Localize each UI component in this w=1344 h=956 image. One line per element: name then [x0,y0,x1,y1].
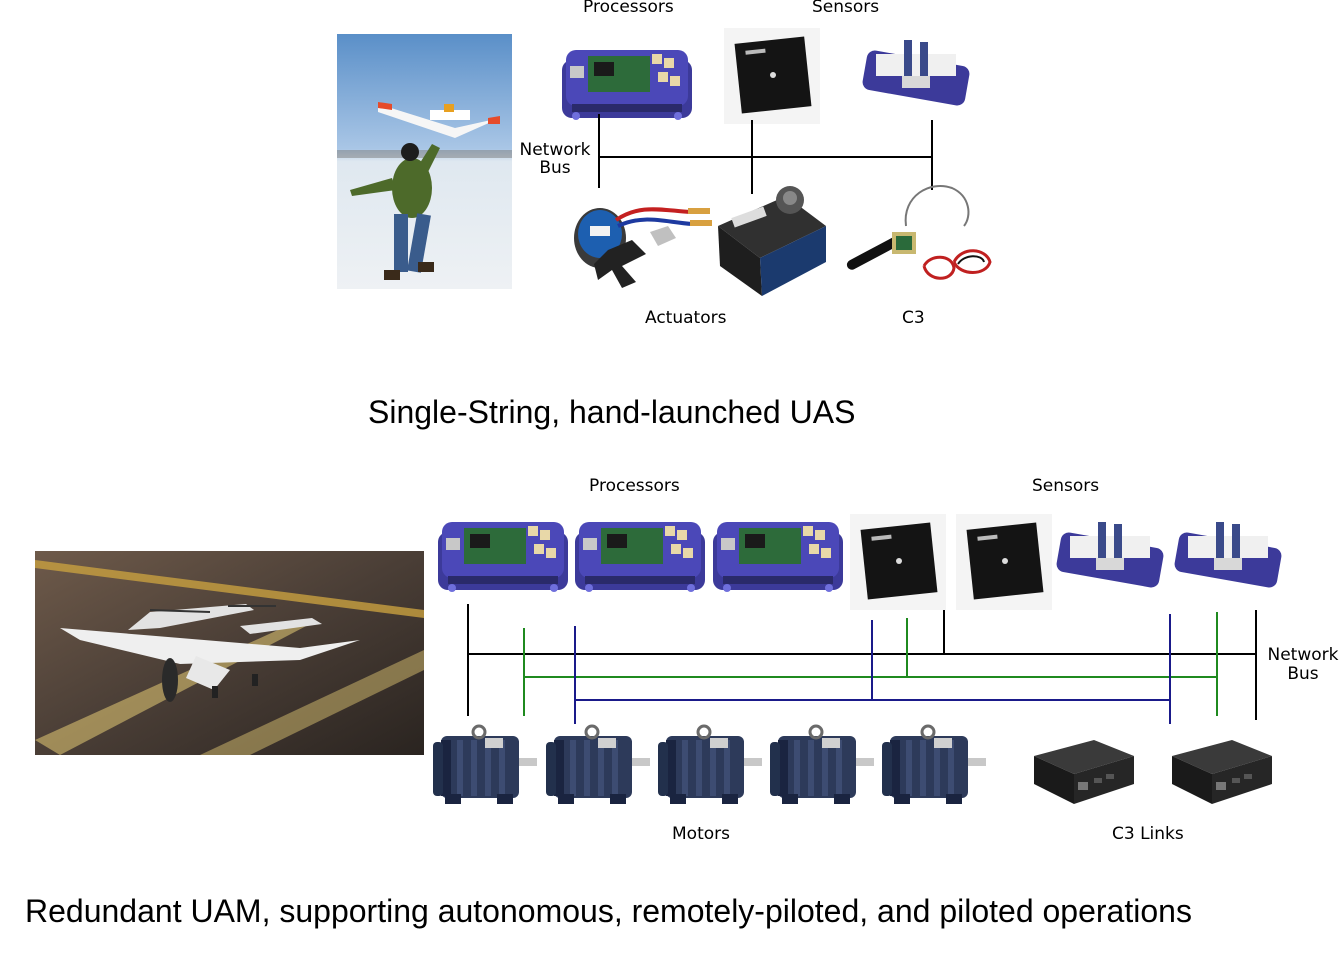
bottom-network-bus-label-line1: Network [1267,645,1339,665]
motor-3 [656,724,764,806]
c3-link-box-2 [1172,740,1272,804]
bottom-sensor-chip-1 [850,514,946,610]
hand-launch-photo [337,34,512,289]
top-c3-radio [846,185,992,280]
bottom-processor-board-1 [438,522,568,592]
bottom-accelerometer-board-1 [1055,522,1165,589]
top-sensors-label: Sensors [812,0,880,17]
top-motor-esc [574,207,712,288]
bottom-sensor-chip-2 [956,514,1052,610]
top-servo [718,186,826,296]
bottom-processor-board-2 [575,522,705,592]
top-caption: Single-String, hand-launched UAS [368,394,856,430]
c3-link-box-1 [1034,740,1134,804]
bottom-sensors-label: Sensors [1032,476,1100,496]
bottom-c3-links-label: C3 Links [1112,824,1184,844]
top-sensor-chip [724,28,820,124]
bottom-accelerometer-board-2 [1173,522,1283,589]
bottom-processors-label: Processors [589,476,680,496]
top-c3-label: C3 [902,308,925,328]
top-network-bus-label-line1: Network [519,140,591,160]
motor-2 [544,724,652,806]
motor-5 [880,724,988,806]
top-processor-board [562,50,692,120]
bottom-motors-label: Motors [672,824,730,844]
motor-4 [768,724,876,806]
bottom-network-bus-label-line2: Bus [1287,664,1319,684]
bottom-network-bus-navy [574,614,1171,724]
evtol-aircraft-photo [35,551,424,755]
bottom-network-bus-green [523,612,1218,716]
top-processors-label: Processors [583,0,674,17]
motor-1 [431,724,539,806]
top-network-bus [598,114,933,194]
top-actuators-label: Actuators [645,308,727,328]
bottom-processor-board-3 [713,522,843,592]
bottom-network-bus-black [467,604,1257,720]
top-accelerometer-board [861,40,971,107]
top-network-bus-label-line2: Bus [539,158,571,178]
bottom-caption: Redundant UAM, supporting autonomous, re… [25,893,1192,929]
